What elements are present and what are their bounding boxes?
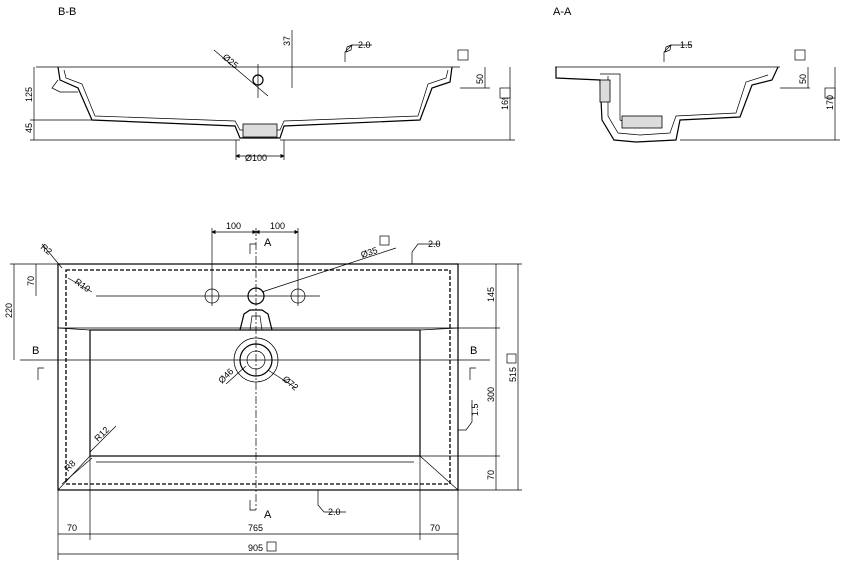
drain-section-aa — [621, 115, 663, 129]
drain-section-bb — [242, 123, 278, 138]
dim-2-0-top: 2.0 — [428, 239, 441, 249]
dim-125: 125 — [24, 87, 34, 102]
dim-300: 300 — [486, 387, 496, 402]
section-bb: B-B Ø25 37 2.0 125 45 50 169 — [24, 6, 515, 163]
dim-dia72: Ø72 — [281, 374, 300, 393]
section-aa-title: A-A — [553, 6, 572, 18]
dim-765: 765 — [248, 523, 263, 533]
cut-b-right: B — [470, 345, 477, 357]
dim-dia100: Ø100 — [245, 153, 267, 163]
dim-169: 169 — [500, 95, 510, 110]
dim-50-aa: 50 — [798, 74, 808, 84]
cut-a-top: A — [264, 237, 272, 249]
dim-2-0-bottom: 2.0 — [328, 507, 341, 517]
overflow-channel-aa — [599, 79, 611, 103]
dim-170: 170 — [825, 95, 835, 110]
dim-1-5-plan: 1.5 — [470, 403, 480, 416]
dim-220: 220 — [4, 303, 14, 318]
dim-dia25: Ø25 — [221, 52, 240, 71]
dim-70-top: 70 — [26, 276, 36, 286]
dim-45: 45 — [24, 123, 34, 133]
dim-r12: R12 — [92, 425, 111, 444]
dim-37: 37 — [282, 36, 292, 46]
dim-70-rightbottom: 70 — [430, 523, 440, 533]
basin-outline — [57, 263, 459, 491]
plan-view: 100 100 A A B B R2 R10 70 220 Ø35 2.0 — [4, 221, 522, 560]
cut-a-bottom: A — [264, 509, 272, 521]
dim-145: 145 — [486, 287, 496, 302]
dim-905: 905 — [248, 543, 263, 553]
dim-1-5-aa: 1.5 — [680, 40, 693, 50]
dim-r10: R10 — [73, 276, 92, 294]
dim-dia46: Ø46 — [216, 366, 235, 385]
dim-100-right: 100 — [270, 221, 285, 231]
bowl-outline — [89, 329, 421, 457]
section-aa: A-A 1.5 50 170 — [553, 6, 840, 143]
section-bb-title: B-B — [58, 6, 76, 18]
overflow-slot — [239, 309, 273, 331]
dim-70-left: 70 — [67, 523, 77, 533]
dim-2-0-bb: 2.0 — [358, 40, 371, 50]
dim-100-left: 100 — [226, 221, 241, 231]
dim-r8: R8 — [62, 458, 77, 473]
dim-50-bb: 50 — [475, 74, 485, 84]
cut-b-left: B — [32, 345, 39, 357]
dim-70-right: 70 — [486, 470, 496, 480]
dim-dia35: Ø35 — [360, 245, 379, 260]
dim-515: 515 — [508, 367, 518, 382]
dim-r2: R2 — [39, 242, 54, 257]
